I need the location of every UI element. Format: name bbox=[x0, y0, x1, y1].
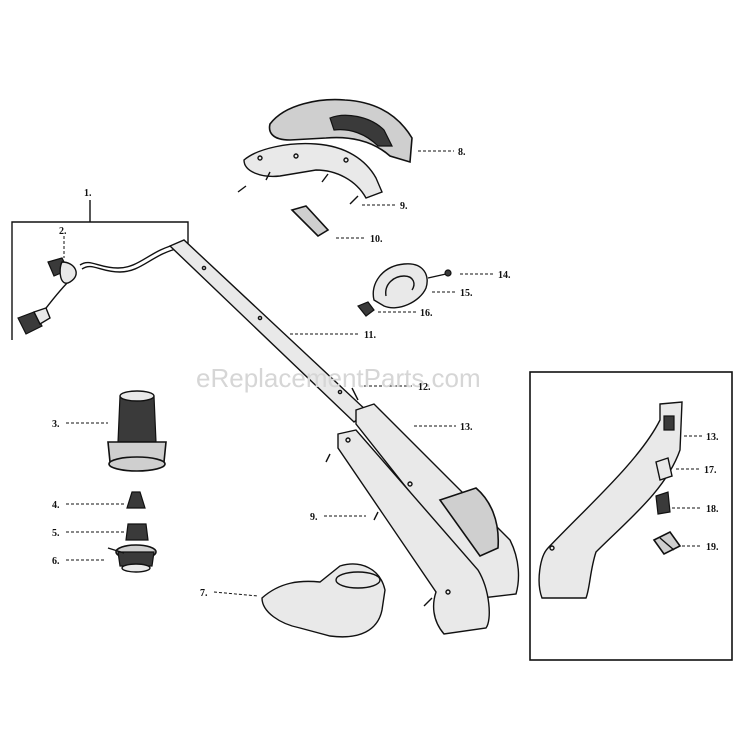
callout-6: 6. bbox=[52, 556, 60, 567]
callout-labels: 1. 2. 3. 4. 5. 6. 7. 8. 9. 9. 10. 11. 12… bbox=[52, 147, 719, 599]
callout-19: 19. bbox=[706, 542, 719, 553]
inset-box bbox=[529, 371, 733, 661]
housing-halves bbox=[325, 403, 520, 635]
callout-9-upper: 9. bbox=[400, 201, 408, 212]
callout-10: 10. bbox=[370, 234, 383, 245]
screw bbox=[351, 387, 359, 401]
watermark: eReplacementParts.com bbox=[196, 363, 481, 393]
clip bbox=[290, 205, 330, 238]
leader-lines bbox=[63, 150, 702, 597]
callout-9-lower: 9. bbox=[310, 512, 318, 523]
callout-17: 17. bbox=[704, 465, 717, 476]
callout-7: 7. bbox=[200, 588, 208, 599]
handle-assembly bbox=[237, 98, 413, 205]
callout-5: 5. bbox=[52, 528, 60, 539]
callout-14: 14. bbox=[498, 270, 511, 281]
cord-assembly bbox=[17, 243, 181, 335]
callout-18: 18. bbox=[706, 504, 719, 515]
callout-13-main: 13. bbox=[460, 422, 473, 433]
callout-12: 12. bbox=[418, 382, 431, 393]
small-motor-parts bbox=[107, 491, 157, 573]
callout-16: 16. bbox=[420, 308, 433, 319]
callout-13-inset: 13. bbox=[706, 432, 719, 443]
callout-15: 15. bbox=[460, 288, 473, 299]
tube bbox=[168, 239, 370, 423]
callout-1: 1. bbox=[84, 188, 92, 199]
callout-4: 4. bbox=[52, 500, 60, 511]
cord-assembly-bracket bbox=[11, 200, 189, 340]
auxiliary-handle-parts bbox=[357, 263, 452, 317]
callout-11: 11. bbox=[364, 330, 376, 341]
guard bbox=[261, 563, 386, 638]
callout-3: 3. bbox=[52, 419, 60, 430]
callout-8: 8. bbox=[458, 147, 466, 158]
motor bbox=[107, 390, 167, 472]
callout-2: 2. bbox=[59, 226, 67, 237]
